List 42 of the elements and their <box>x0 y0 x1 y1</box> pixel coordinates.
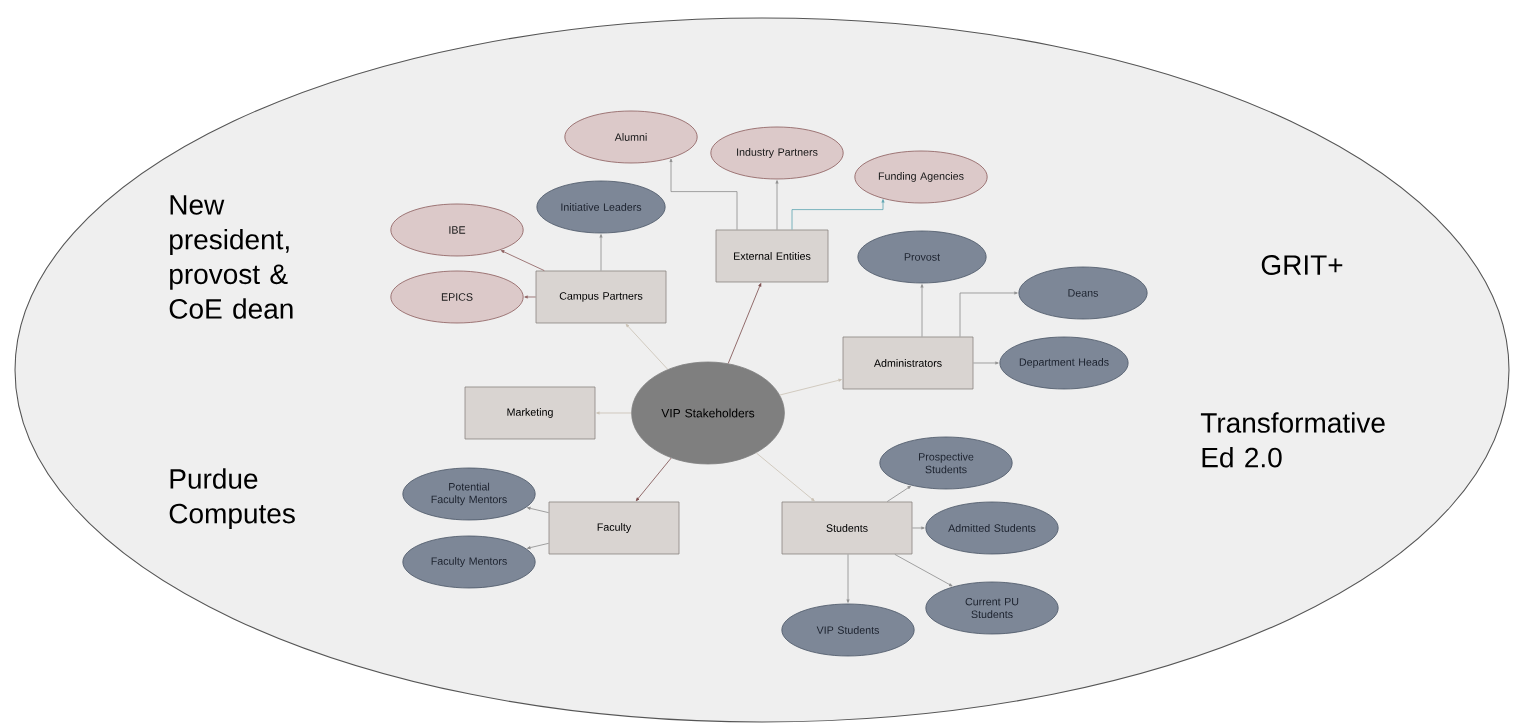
process-box: Students <box>781 501 913 555</box>
arrow <box>775 180 779 230</box>
arrow <box>524 295 536 299</box>
arrow <box>894 554 953 587</box>
arrow <box>791 199 885 230</box>
ellipse-node: Initiative Leaders <box>536 180 666 234</box>
arrow <box>959 291 1018 337</box>
arrow <box>527 542 549 550</box>
ellipse-node: Funding Agencies <box>854 150 988 204</box>
process-box: Campus Partners <box>535 270 667 324</box>
ellipse-node: VIP Stakeholders <box>631 361 785 465</box>
ellipse-node: Faculty Mentors <box>402 535 536 589</box>
ellipse-node: Provost <box>857 230 987 284</box>
ellipse-node: Alumni <box>564 110 698 164</box>
ellipse-node: IBE <box>390 203 524 257</box>
arrow <box>599 234 603 271</box>
arrow <box>846 554 850 603</box>
process-box: Administrators <box>842 336 974 390</box>
ellipse-node: Deans <box>1018 266 1148 320</box>
process-box: Faculty <box>548 501 680 555</box>
ellipse-node: VIP Students <box>781 603 915 657</box>
arrow <box>527 506 549 514</box>
ellipse-node: Current PU Students <box>925 581 1059 635</box>
arrow <box>973 361 999 365</box>
arrow <box>755 452 815 502</box>
process-box: External Entities <box>715 229 829 283</box>
arrow <box>727 283 762 364</box>
arrow <box>779 378 842 396</box>
ellipse-node: Potential Faculty Mentors <box>402 467 536 521</box>
arrow <box>886 485 912 502</box>
arrow <box>635 457 672 502</box>
ellipse-node: Prospective Students <box>879 436 1013 490</box>
arrow <box>669 158 738 230</box>
arrow <box>920 284 924 337</box>
ellipse-node: EPICS <box>390 270 524 324</box>
ellipse-node: Industry Partners <box>710 126 844 180</box>
ellipse-node: Department Heads <box>999 336 1129 390</box>
ellipse-node: Admitted Students <box>925 501 1059 555</box>
arrow <box>500 250 545 271</box>
arrow <box>625 323 669 370</box>
arrow <box>912 526 925 530</box>
process-box: Marketing <box>464 386 596 440</box>
